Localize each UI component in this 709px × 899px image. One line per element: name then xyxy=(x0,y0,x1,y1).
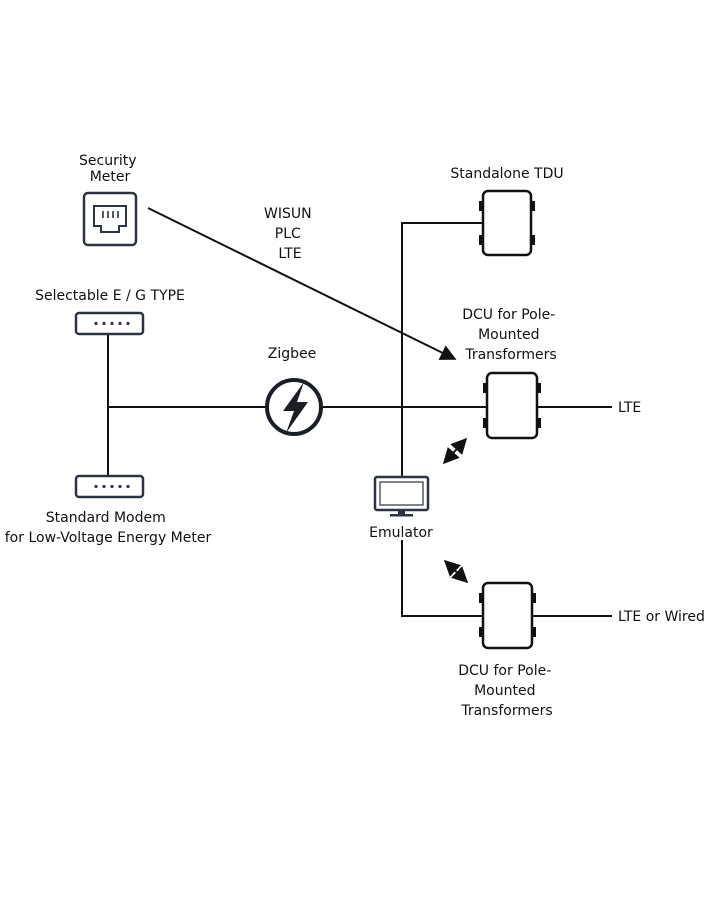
emulator-dcu-bottom-link xyxy=(401,540,483,617)
emulator-label: Emulator xyxy=(369,525,433,541)
dcu-enclosure-icon xyxy=(479,581,536,650)
dcu-enclosure-icon xyxy=(483,371,541,440)
lightning-bolt-icon xyxy=(265,378,323,436)
monitor-icon xyxy=(373,475,430,517)
security-meter-label: Security Meter xyxy=(79,153,141,185)
connection-lines xyxy=(107,207,612,617)
ethernet-port-icon xyxy=(82,191,138,247)
dcu-top-label: DCU for Pole- Mounted Transformers xyxy=(462,307,559,363)
modem-icon xyxy=(74,311,145,336)
dcu-enclosure-icon xyxy=(479,189,535,257)
emulator-tdu-link xyxy=(401,222,483,477)
lte-top-label: LTE xyxy=(618,400,641,416)
lte-or-wired-label: LTE or Wired xyxy=(618,609,705,625)
emulator-dcu-bottom-arrow xyxy=(443,559,469,584)
wisun-link-arrow xyxy=(147,207,457,360)
emulator-dcu-top-arrow xyxy=(442,437,468,465)
modem-icon xyxy=(74,474,145,499)
standalone-tdu-label: Standalone TDU xyxy=(450,166,563,182)
standard-modem-label: Standard Modem for Low-Voltage Energy Me… xyxy=(5,510,212,546)
selectable-type-label: Selectable E / G TYPE xyxy=(35,288,185,304)
zigbee-label: Zigbee xyxy=(268,346,316,362)
dcu-bottom-label: DCU for Pole- Mounted Transformers xyxy=(458,663,555,719)
wisun-plc-lte-label: WISUN PLC LTE xyxy=(264,206,316,262)
